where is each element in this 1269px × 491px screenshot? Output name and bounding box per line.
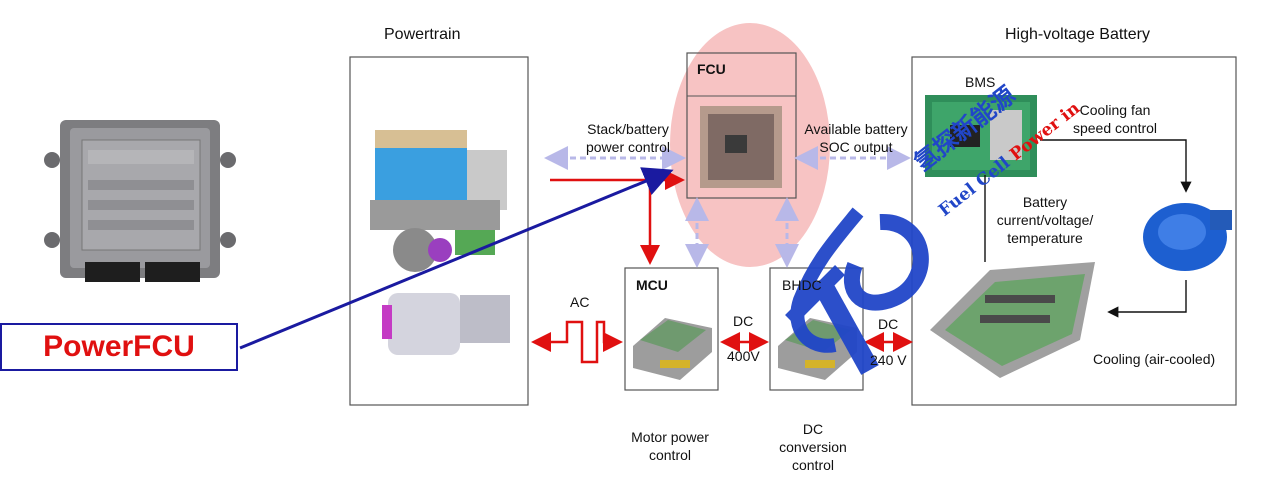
soc-output-line2: SOC output bbox=[819, 139, 893, 155]
battery-meas-line3: temperature bbox=[1007, 230, 1083, 246]
battery-pack-image bbox=[930, 262, 1095, 378]
ac-label: AC bbox=[570, 294, 590, 310]
battery-meas-line1: Battery bbox=[1022, 194, 1068, 210]
stack-control-line2: power control bbox=[585, 139, 671, 155]
powertrain-title: Powertrain bbox=[384, 26, 461, 43]
motor-control-line1: Motor power bbox=[631, 429, 709, 445]
bms-board-image bbox=[925, 95, 1037, 177]
arrow-fan-control bbox=[1040, 139, 1192, 193]
fcu-box bbox=[686, 52, 797, 199]
cooling-fan-line2: speed control bbox=[1072, 120, 1158, 136]
cooling-fan-label: Cooling fan speed control bbox=[1055, 101, 1175, 137]
powertrain-image bbox=[370, 130, 510, 355]
bhdc-title: BHDC bbox=[782, 277, 822, 293]
powerfcu-text: PowerFCU bbox=[43, 330, 195, 363]
dc-conv-line1: DC bbox=[802, 421, 824, 437]
mcu-module-image bbox=[633, 318, 712, 380]
motor-control-line2: control bbox=[648, 447, 692, 463]
arrow-cooling-air bbox=[1107, 280, 1187, 318]
soc-output-line1: Available battery bbox=[804, 121, 908, 137]
dc-right-label: DC bbox=[878, 316, 899, 332]
mcu-title: MCU bbox=[636, 277, 668, 293]
callout-pointer bbox=[239, 167, 674, 350]
soc-output-label: Available battery SOC output bbox=[796, 120, 916, 156]
ecu-image bbox=[44, 120, 236, 282]
stack-control-line1: Stack/battery bbox=[587, 121, 669, 137]
fcu-board-image bbox=[700, 106, 782, 188]
motor-control-label: Motor power control bbox=[610, 428, 730, 464]
stack-control-label: Stack/battery power control bbox=[568, 120, 688, 156]
dc-conv-line3: control bbox=[791, 457, 835, 473]
battery-meas-line2: current/voltage/ bbox=[996, 212, 1094, 228]
bms-title: BMS bbox=[965, 74, 996, 90]
dc-conv-line2: conversion bbox=[779, 439, 847, 455]
hv-battery-title: High-voltage Battery bbox=[1005, 26, 1150, 43]
cooling-air-label: Cooling (air-cooled) bbox=[1093, 351, 1216, 367]
dc-left-voltage: 400V bbox=[727, 348, 760, 364]
dc-conv-label: DC conversion control bbox=[753, 420, 873, 474]
powerfcu-callout: PowerFCU bbox=[0, 323, 238, 371]
battery-meas-label: Battery current/voltage/ temperature bbox=[980, 193, 1110, 247]
watermark-logo bbox=[785, 207, 929, 375]
ac-waveform bbox=[531, 320, 623, 364]
fcu-title: FCU bbox=[697, 61, 726, 77]
cooling-fan-line1: Cooling fan bbox=[1079, 102, 1151, 118]
dc-right-voltage: 240 V bbox=[870, 352, 907, 368]
cooling-fan-image bbox=[1143, 203, 1232, 271]
dc-left-label: DC bbox=[733, 313, 754, 329]
mcu-box bbox=[624, 267, 719, 391]
